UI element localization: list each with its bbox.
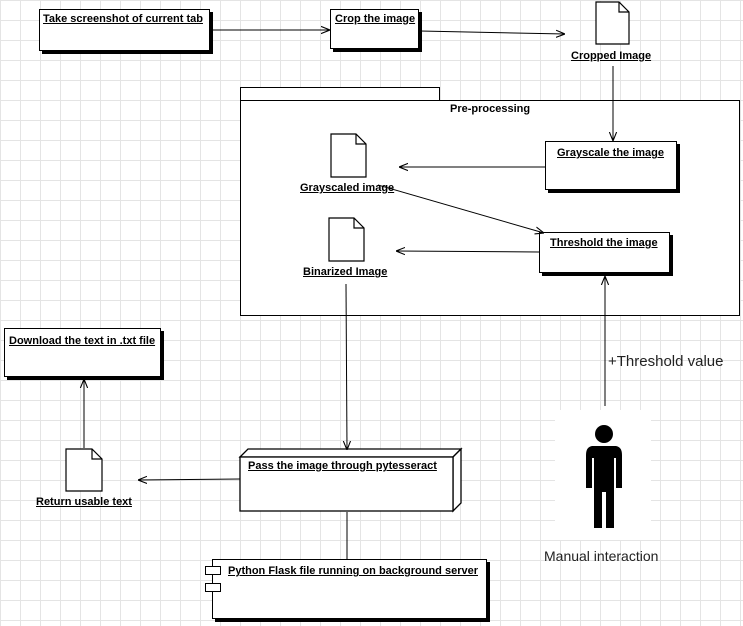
preprocessing-package: [240, 100, 740, 316]
cropped-image-label: Cropped Image: [571, 50, 652, 62]
threshold-task-label: Threshold the image: [550, 237, 658, 249]
edge-grayscaled-to-threshold: [377, 184, 544, 233]
flask-label: Python Flask file running on background …: [228, 565, 478, 577]
return-text-file-icon: [65, 448, 103, 492]
crop-node[interactable]: [330, 9, 419, 49]
preprocessing-package-tab: [240, 87, 440, 101]
edge-binarized-to-pytesseract: [346, 283, 347, 450]
edge-crop-to-cropped: [419, 31, 565, 34]
threshold-task-node[interactable]: [539, 232, 670, 273]
crop-label: Crop the image: [335, 13, 416, 25]
grayscaled-image-label: Grayscaled image: [300, 182, 395, 194]
flask-component[interactable]: [212, 559, 487, 619]
grayscaled-image-file-icon: [330, 133, 367, 178]
edge-pytesseract-to-return: [138, 479, 241, 480]
take-screenshot-node[interactable]: [39, 9, 210, 51]
binarized-image-label: Binarized Image: [303, 266, 388, 278]
preprocessing-title: Pre-processing: [450, 103, 531, 115]
pytesseract-label: Pass the image through pytesseract: [248, 460, 437, 472]
return-text-label: Return usable text: [36, 496, 132, 508]
take-screenshot-label: Take screenshot of current tab: [43, 13, 203, 25]
component-port-bottom: [205, 583, 221, 592]
grayscale-task-label: Grayscale the image: [557, 147, 665, 159]
binarized-image-file-icon: [328, 217, 365, 262]
grayscale-task-node[interactable]: [545, 141, 677, 190]
actor-label: Manual interaction: [544, 548, 659, 564]
component-port-top: [205, 566, 221, 575]
cropped-image-file-icon: [595, 1, 630, 45]
download-node[interactable]: [4, 328, 161, 377]
threshold-value-label: +Threshold value: [608, 353, 724, 370]
download-label: Download the text in .txt file: [9, 335, 156, 347]
edge-threshold-to-binarized: [396, 251, 540, 252]
